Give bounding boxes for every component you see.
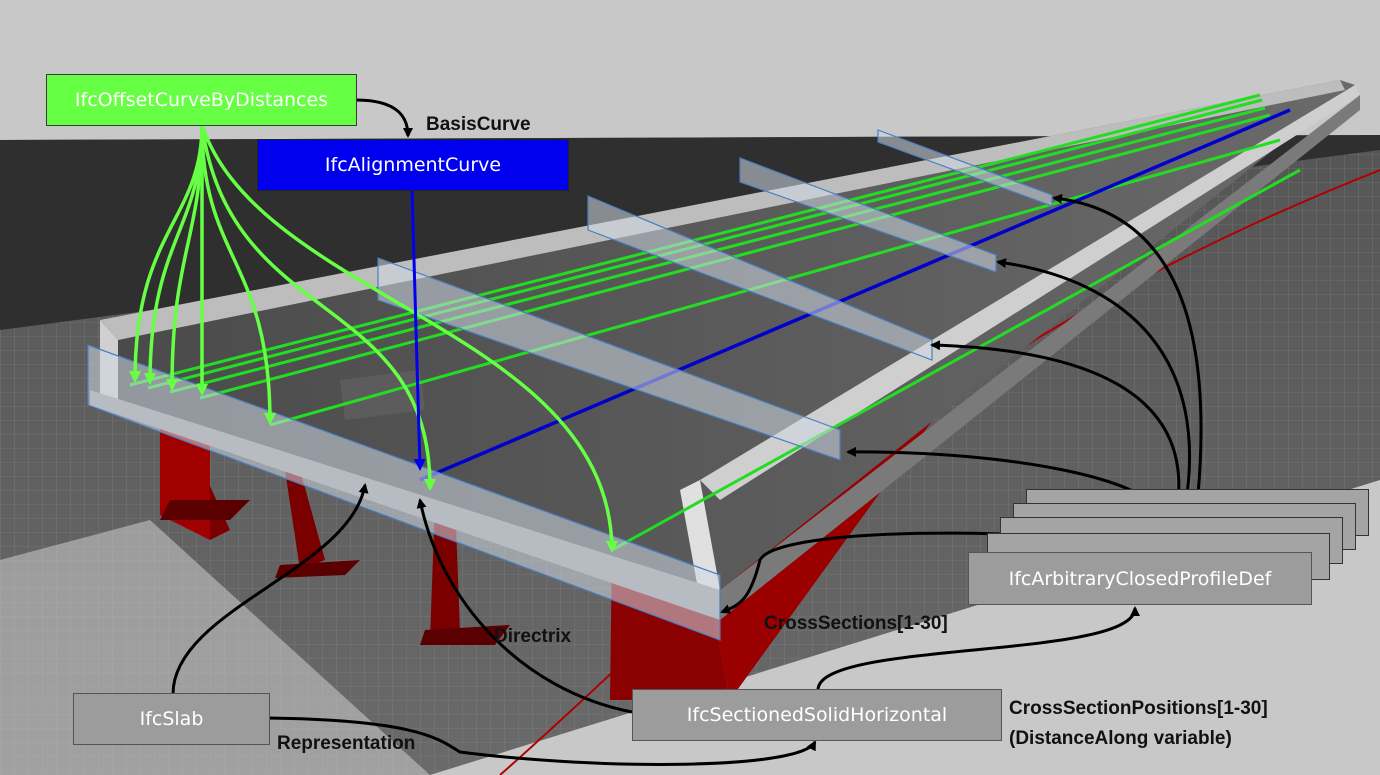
alignment-curve-box[interactable]: IfcAlignmentCurve (257, 139, 569, 191)
representation-slab-arrow (171, 483, 369, 695)
profile-def-box[interactable]: IfcArbitraryClosedProfileDef (968, 552, 1312, 605)
slab-box[interactable]: IfcSlab (73, 693, 270, 745)
cross-section-positions-arrow (816, 606, 1140, 691)
directrix-label: Directrix (494, 626, 572, 647)
alignment-connector (410, 189, 426, 471)
cross-section-planes (87, 129, 1053, 641)
distance-along-label: (DistanceAlong variable) (1009, 728, 1232, 749)
cross-section-positions-label: CrossSectionPositions[1-30] (1009, 698, 1268, 719)
offset-curve-box[interactable]: IfcOffsetCurveByDistances (46, 74, 357, 126)
cross-sections-label: CrossSections[1-30] (764, 613, 948, 634)
offset-connectors (129, 124, 618, 553)
alignment-axis (419, 108, 1291, 482)
basis-curve-label: BasisCurve (426, 114, 531, 135)
basis-curve-arrow (355, 98, 413, 138)
representation-label: Representation (277, 733, 416, 754)
sectioned-solid-box[interactable]: IfcSectionedSolidHorizontal (632, 689, 1002, 741)
directrix-arrow (416, 498, 633, 714)
representation-arrow (267, 716, 817, 766)
